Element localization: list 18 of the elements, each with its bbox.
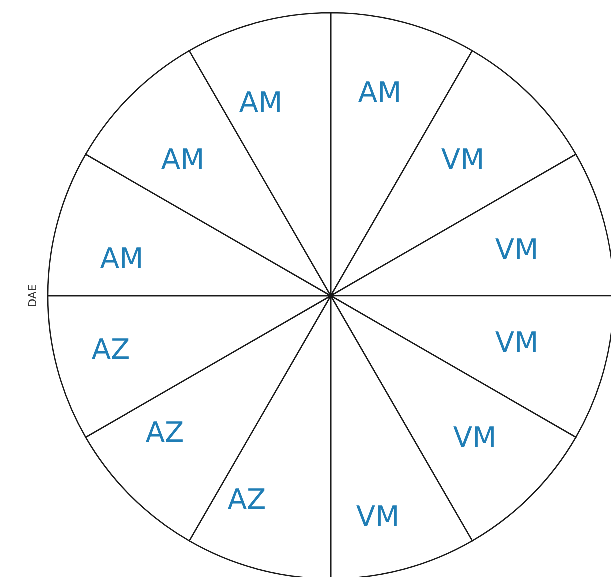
sector-label: AM — [358, 79, 402, 107]
sector-label: VM — [441, 146, 485, 174]
circle-sector — [330, 295, 577, 542]
circle-sector — [85, 50, 332, 297]
sector-label: VM — [495, 329, 539, 357]
sector-label: AZ — [92, 336, 130, 364]
sector-label: AM — [239, 89, 283, 117]
credit-label: DAE — [28, 284, 38, 308]
circle-sector — [85, 295, 332, 542]
sector-label: AZ — [146, 419, 184, 447]
sector-label: AZ — [228, 486, 266, 514]
circle-sector — [330, 50, 577, 297]
sector-label: AM — [100, 245, 144, 273]
sector-label: AM — [161, 146, 205, 174]
circle-sector — [188, 295, 332, 577]
sector-label: VM — [356, 503, 400, 531]
sector-label: VM — [453, 424, 497, 452]
sector-label: VM — [495, 236, 539, 264]
